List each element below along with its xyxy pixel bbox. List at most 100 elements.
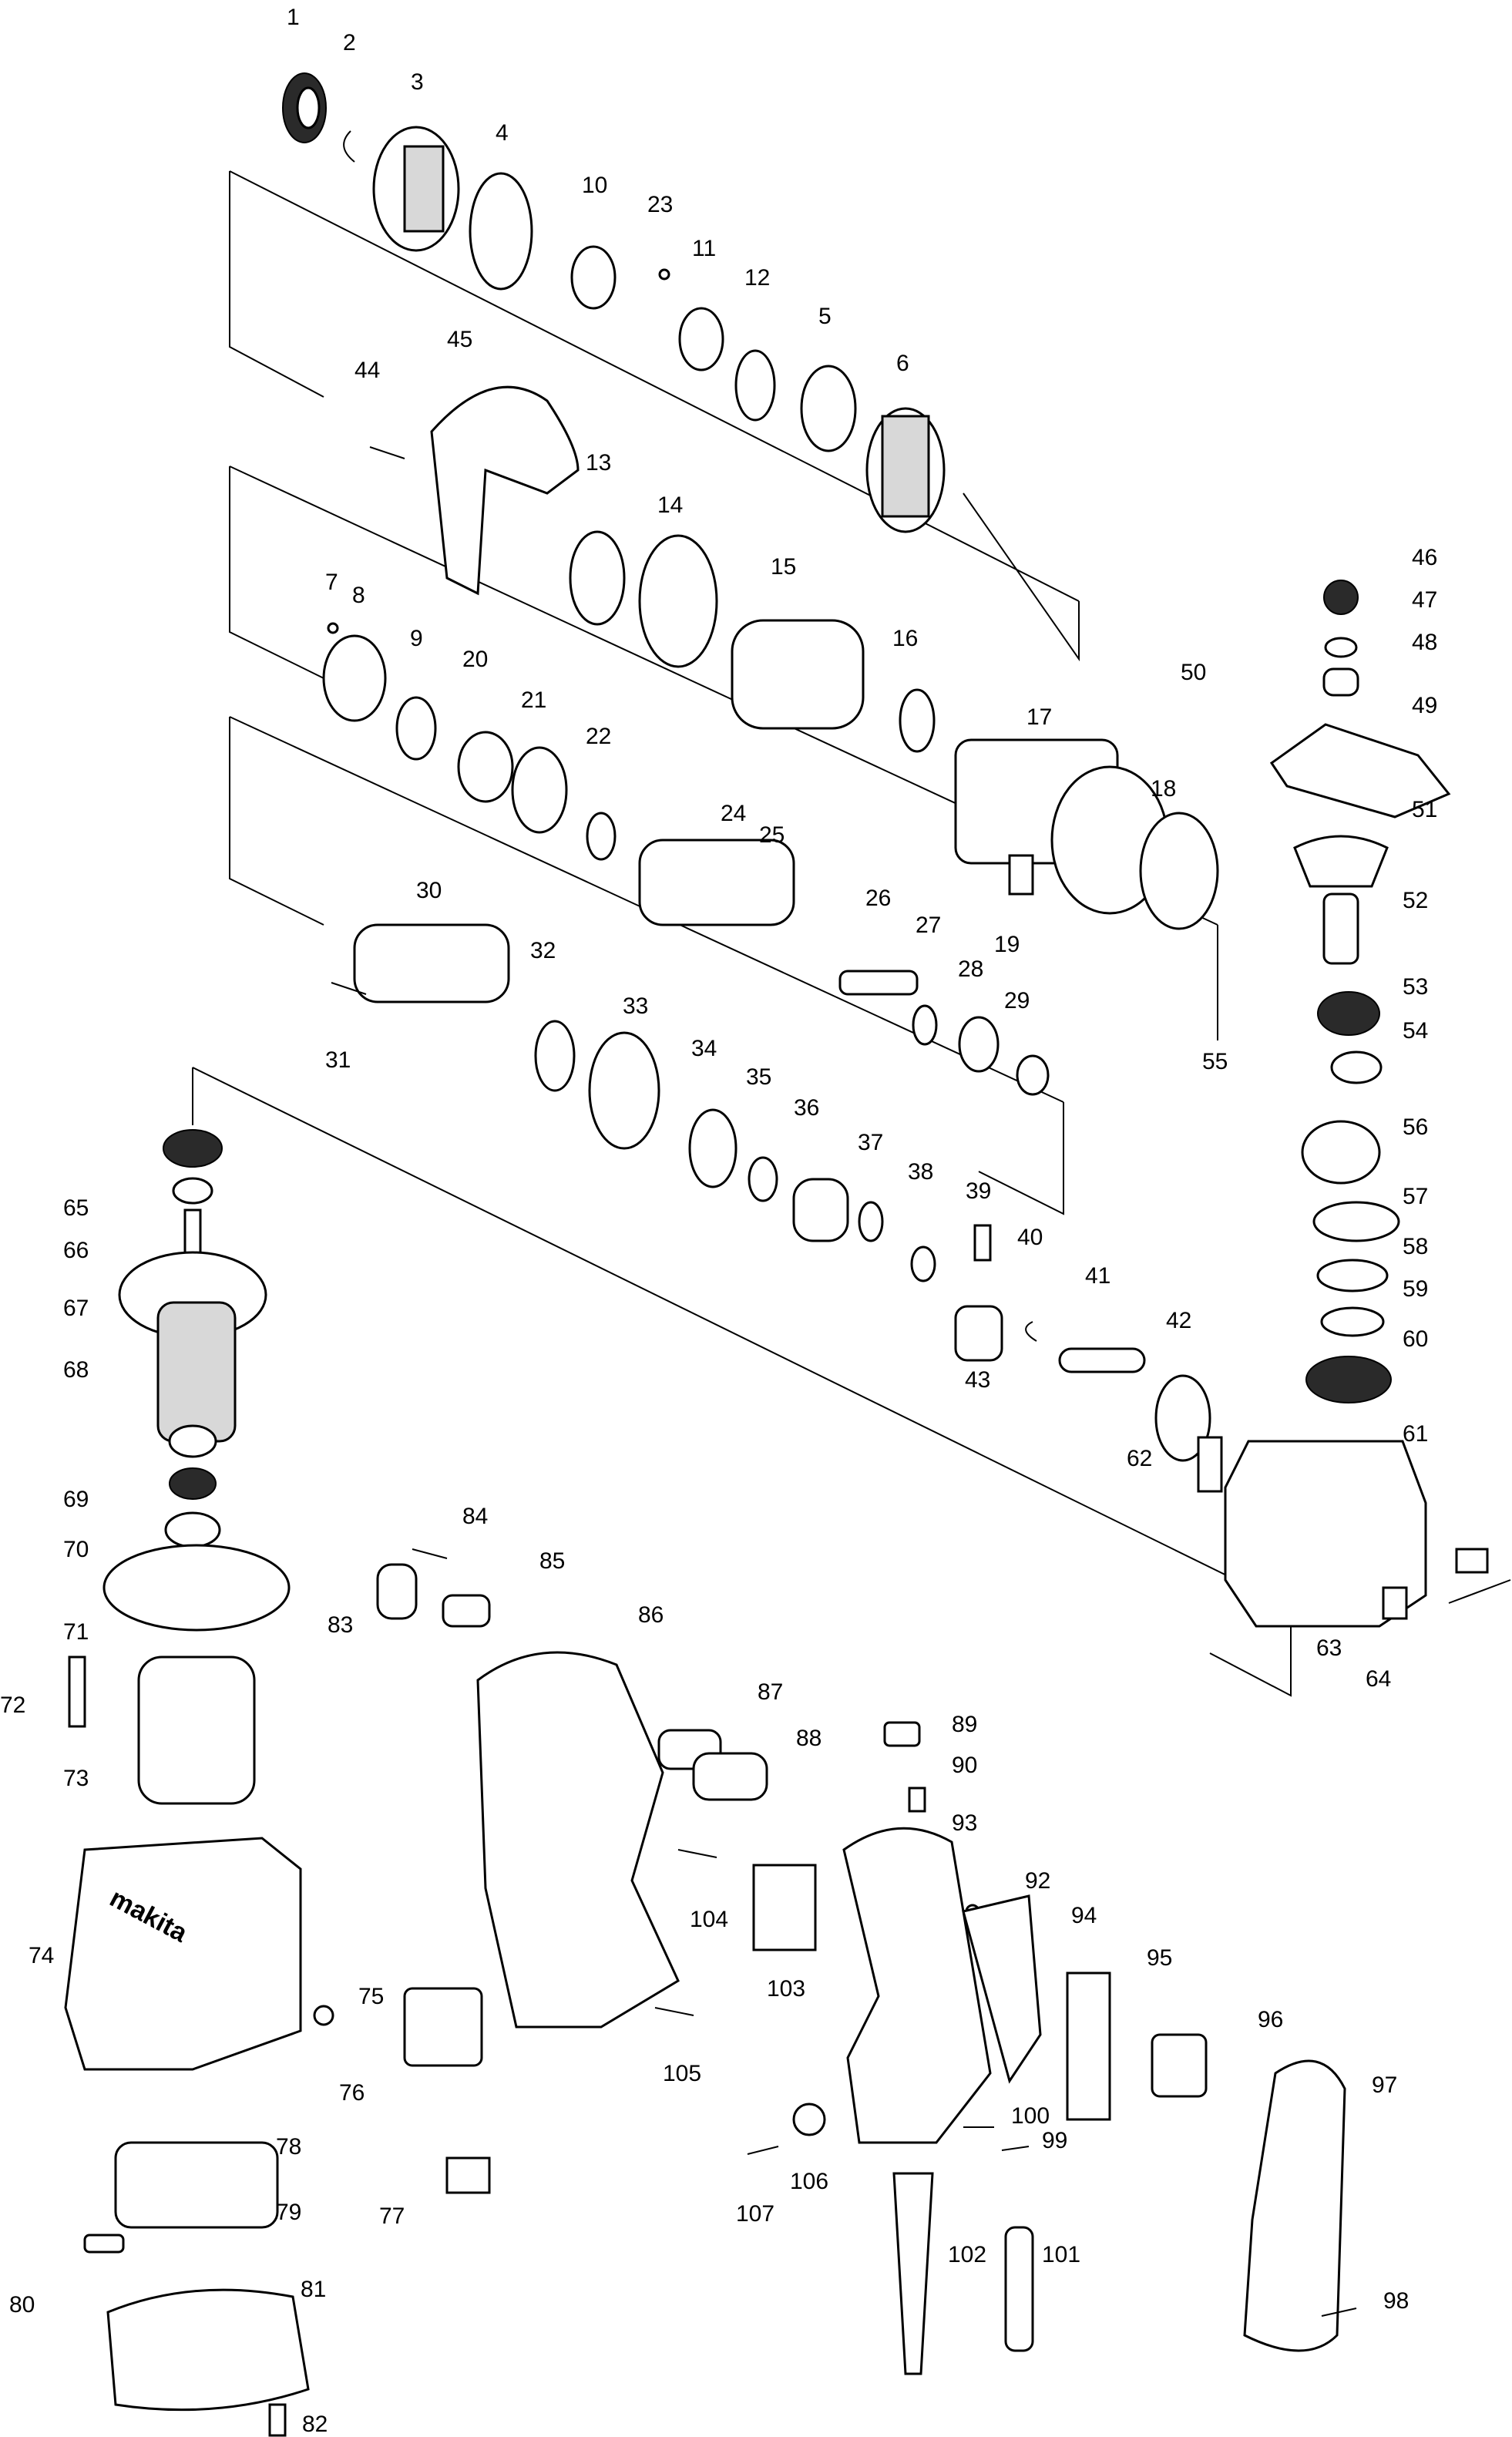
part-label-16: 16 bbox=[892, 626, 918, 651]
part-label-10: 10 bbox=[582, 173, 607, 198]
part-label-5: 5 bbox=[818, 304, 832, 329]
part-label-31: 31 bbox=[325, 1047, 351, 1073]
part-label-69: 69 bbox=[63, 1487, 89, 1512]
part-drawings bbox=[64, 72, 1511, 2437]
part-label-2: 2 bbox=[343, 30, 356, 55]
part-label-102: 102 bbox=[948, 2242, 986, 2267]
part-label-28: 28 bbox=[958, 956, 983, 982]
part-label-68: 68 bbox=[63, 1357, 89, 1383]
part-label-54: 54 bbox=[1403, 1018, 1428, 1044]
part-label-92: 92 bbox=[1025, 1868, 1050, 1894]
part-label-56: 56 bbox=[1403, 1114, 1428, 1140]
part-label-7: 7 bbox=[325, 570, 338, 595]
part-label-72: 72 bbox=[0, 1692, 25, 1718]
part-label-101: 101 bbox=[1042, 2242, 1080, 2267]
part-label-50: 50 bbox=[1181, 660, 1206, 685]
part-labels: 1 2 3 4 5 6 7 8 9 10 11 12 13 14 15 16 1… bbox=[0, 5, 1437, 2437]
part-label-88: 88 bbox=[796, 1726, 822, 1751]
part-label-22: 22 bbox=[586, 724, 611, 749]
part-label-21: 21 bbox=[521, 687, 546, 713]
part-label-29: 29 bbox=[1004, 988, 1030, 1013]
part-label-89: 89 bbox=[952, 1712, 977, 1737]
part-label-47: 47 bbox=[1412, 587, 1437, 613]
part-label-17: 17 bbox=[1026, 704, 1052, 730]
part-label-59: 59 bbox=[1403, 1276, 1428, 1302]
part-label-103: 103 bbox=[767, 1976, 805, 2002]
part-label-93: 93 bbox=[952, 1810, 977, 1836]
part-label-46: 46 bbox=[1412, 545, 1437, 570]
part-label-58: 58 bbox=[1403, 1234, 1428, 1259]
part-label-95: 95 bbox=[1147, 1945, 1172, 1971]
part-label-78: 78 bbox=[276, 2134, 301, 2160]
part-label-39: 39 bbox=[966, 1178, 991, 1204]
part-label-62: 62 bbox=[1127, 1446, 1152, 1471]
part-label-106: 106 bbox=[790, 2169, 828, 2194]
part-label-20: 20 bbox=[462, 647, 488, 672]
part-label-53: 53 bbox=[1403, 974, 1428, 1000]
part-label-3: 3 bbox=[411, 69, 424, 95]
part-label-67: 67 bbox=[63, 1296, 89, 1321]
part-label-86: 86 bbox=[638, 1602, 664, 1628]
part-label-40: 40 bbox=[1017, 1225, 1043, 1250]
part-label-97: 97 bbox=[1372, 2072, 1397, 2098]
part-label-76: 76 bbox=[339, 2080, 365, 2106]
part-label-43: 43 bbox=[965, 1367, 990, 1393]
part-label-107: 107 bbox=[736, 2201, 774, 2227]
part-label-4: 4 bbox=[496, 120, 509, 146]
part-label-60: 60 bbox=[1403, 1326, 1428, 1352]
part-label-74: 74 bbox=[29, 1943, 54, 1968]
part-label-96: 96 bbox=[1258, 2007, 1283, 2032]
part-label-33: 33 bbox=[623, 993, 648, 1019]
part-label-37: 37 bbox=[858, 1130, 883, 1155]
part-label-70: 70 bbox=[63, 1537, 89, 1562]
part-label-105: 105 bbox=[663, 2061, 701, 2086]
part-label-36: 36 bbox=[794, 1095, 819, 1121]
part-label-65: 65 bbox=[63, 1195, 89, 1221]
part-label-61: 61 bbox=[1403, 1421, 1428, 1447]
part-label-83: 83 bbox=[328, 1612, 353, 1638]
guide-lines bbox=[192, 170, 1292, 1697]
part-label-94: 94 bbox=[1071, 1903, 1097, 1928]
part-label-9: 9 bbox=[410, 626, 423, 651]
part-label-85: 85 bbox=[539, 1548, 565, 1574]
part-label-35: 35 bbox=[746, 1064, 771, 1090]
part-label-80: 80 bbox=[9, 2292, 35, 2318]
part-label-19: 19 bbox=[994, 932, 1020, 957]
part-label-73: 73 bbox=[63, 1766, 89, 1791]
part-label-81: 81 bbox=[301, 2277, 326, 2302]
part-label-14: 14 bbox=[657, 492, 683, 518]
part-label-13: 13 bbox=[586, 450, 611, 476]
part-label-99: 99 bbox=[1042, 2128, 1067, 2153]
part-label-1: 1 bbox=[287, 5, 300, 30]
part-label-63: 63 bbox=[1316, 1635, 1342, 1661]
part-label-64: 64 bbox=[1366, 1666, 1391, 1692]
part-label-12: 12 bbox=[744, 265, 770, 291]
part-label-90: 90 bbox=[952, 1753, 977, 1778]
part-label-71: 71 bbox=[63, 1619, 89, 1645]
part-label-41: 41 bbox=[1085, 1263, 1110, 1289]
part-label-100: 100 bbox=[1011, 2103, 1050, 2129]
part-label-11: 11 bbox=[692, 236, 716, 261]
part-label-79: 79 bbox=[276, 2200, 301, 2225]
part-label-32: 32 bbox=[530, 938, 556, 963]
part-label-38: 38 bbox=[908, 1159, 933, 1185]
part-label-77: 77 bbox=[379, 2203, 405, 2229]
part-label-104: 104 bbox=[690, 1907, 728, 1932]
part-label-55: 55 bbox=[1202, 1049, 1228, 1074]
part-label-82: 82 bbox=[302, 2412, 328, 2437]
part-label-6: 6 bbox=[896, 351, 909, 376]
part-label-84: 84 bbox=[462, 1504, 488, 1529]
part-label-34: 34 bbox=[691, 1036, 717, 1061]
part-label-52: 52 bbox=[1403, 888, 1428, 913]
part-label-8: 8 bbox=[352, 583, 365, 608]
part-label-24: 24 bbox=[721, 801, 746, 826]
part-label-23: 23 bbox=[647, 192, 673, 217]
part-label-49: 49 bbox=[1412, 693, 1437, 718]
part-label-26: 26 bbox=[865, 886, 891, 911]
part-label-42: 42 bbox=[1166, 1308, 1191, 1333]
part-label-75: 75 bbox=[358, 1984, 384, 2009]
part-label-45: 45 bbox=[447, 327, 472, 352]
part-label-98: 98 bbox=[1383, 2288, 1409, 2314]
part-label-15: 15 bbox=[771, 554, 796, 580]
part-label-57: 57 bbox=[1403, 1184, 1428, 1209]
